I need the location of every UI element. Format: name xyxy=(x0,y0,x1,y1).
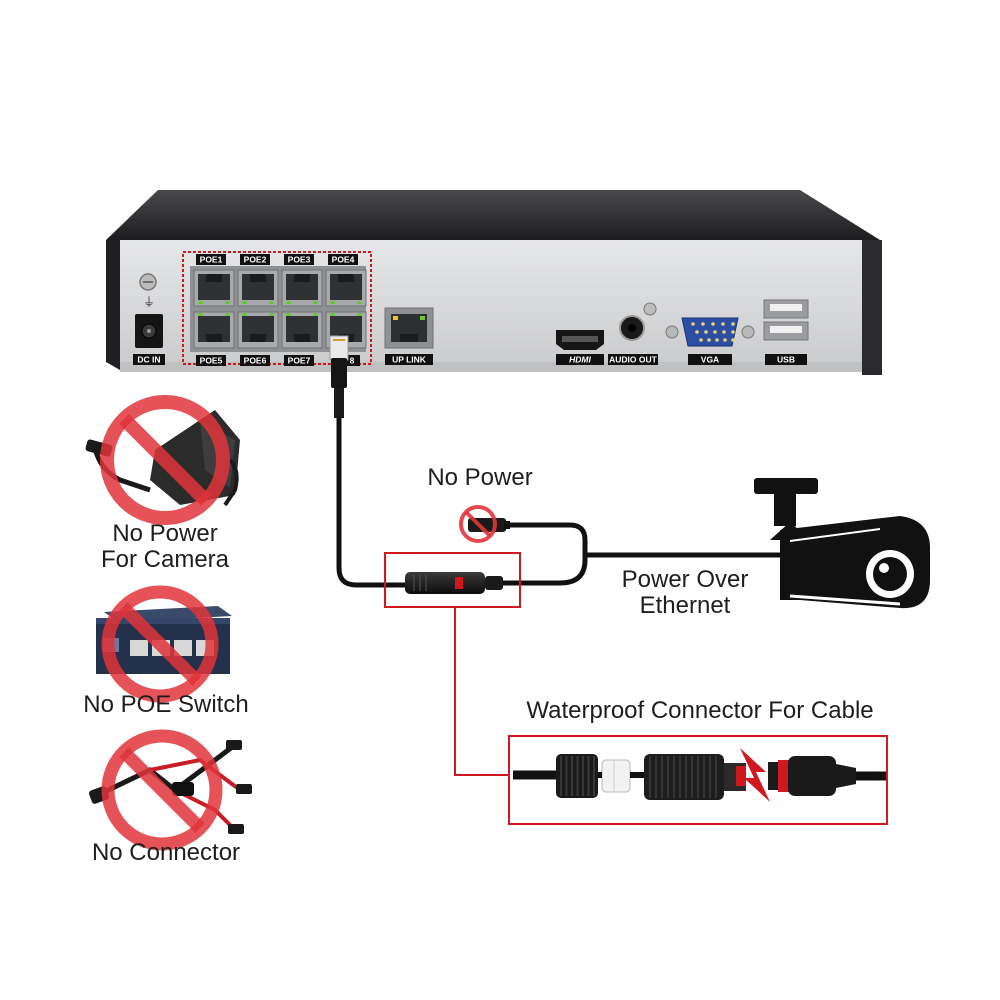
rubber-seal xyxy=(601,759,631,793)
no-poe-switch-label: No POE Switch xyxy=(83,691,249,718)
poe-label-line2: Ethernet xyxy=(639,592,731,619)
audio-out-label: AUDIO OUT xyxy=(609,355,658,365)
nvr-device: ⏚ DC IN POE1 POE2 POE3 POE4 PO xyxy=(106,190,882,375)
bullet-camera-icon xyxy=(754,478,930,609)
female-connector xyxy=(788,756,836,796)
poe-label-line1: Power Over xyxy=(621,566,749,593)
rj45-socket xyxy=(281,269,323,307)
connection-arrow-icon xyxy=(740,748,770,802)
rj45-socket xyxy=(325,269,367,307)
prohibit-icon xyxy=(101,729,223,851)
poe-top-labels: POE1 POE2 POE3 POE4 xyxy=(196,254,358,265)
poe-label-3: POE3 xyxy=(288,255,311,265)
splitter-cable-item xyxy=(88,729,252,851)
poe-label-5: POE5 xyxy=(200,356,223,366)
prohibit-icon xyxy=(101,585,219,703)
dc-in-label-bg xyxy=(133,354,165,365)
rj45-socket xyxy=(193,269,235,307)
waterproof-detail-box xyxy=(508,735,888,825)
screw-icon xyxy=(643,302,657,316)
splitter-cable xyxy=(172,782,194,796)
poe-cable-to-camera xyxy=(503,522,588,586)
no-power-dc-plug xyxy=(459,505,510,543)
no-power-camera-line2: For Camera xyxy=(100,546,230,573)
rj45-ports xyxy=(193,269,367,349)
poe-bottom-labels: POE5 POE6 POE7 8 xyxy=(196,355,360,366)
dc-in-label: DC IN xyxy=(137,355,160,365)
poe-label-2: POE2 xyxy=(244,255,267,265)
waterproof-plug xyxy=(405,572,485,594)
poe-switch-item xyxy=(96,585,232,703)
usb-label: USB xyxy=(777,355,795,365)
no-connector-label: No Connector xyxy=(91,839,241,866)
nvr-left-side xyxy=(106,240,120,370)
no-power-camera-line1: No Power xyxy=(112,520,218,547)
poe-label-7: POE7 xyxy=(288,356,311,366)
poe-label-1: POE1 xyxy=(200,255,223,265)
power-adapter-item xyxy=(85,395,240,525)
prohibit-icon xyxy=(100,395,230,525)
poe-label-8: 8 xyxy=(350,356,355,366)
vga-port xyxy=(681,317,739,347)
vga-label: VGA xyxy=(701,355,719,365)
rj45-socket xyxy=(237,269,279,307)
highlight-leader-line xyxy=(454,607,510,776)
ethernet-cable-line xyxy=(336,418,405,588)
prohibit-icon xyxy=(459,505,497,543)
uplink-label: UP LINK xyxy=(392,355,427,365)
rj45-socket xyxy=(281,311,323,349)
connector-highlight-box xyxy=(384,552,521,608)
rj45-socket xyxy=(193,311,235,349)
rj45-socket xyxy=(237,311,279,349)
vga-pins xyxy=(691,322,735,342)
nvr-top-lid xyxy=(106,190,880,240)
svg-text:⏚: ⏚ xyxy=(143,295,155,309)
poe-label-6: POE6 xyxy=(244,356,267,366)
no-power-label: No Power xyxy=(427,464,533,491)
nvr-right-side xyxy=(862,240,882,375)
hdmi-label: HDMI xyxy=(569,355,591,365)
waterproof-connector-parts xyxy=(513,748,886,802)
poe-label-4: POE4 xyxy=(332,255,355,265)
power-over-ethernet-label: Power Over Ethernet xyxy=(600,567,770,619)
waterproof-connector-label: Waterproof Connector For Cable xyxy=(526,697,874,724)
no-power-camera-label: No Power For Camera xyxy=(70,521,260,573)
ethernet-cable xyxy=(329,335,790,594)
